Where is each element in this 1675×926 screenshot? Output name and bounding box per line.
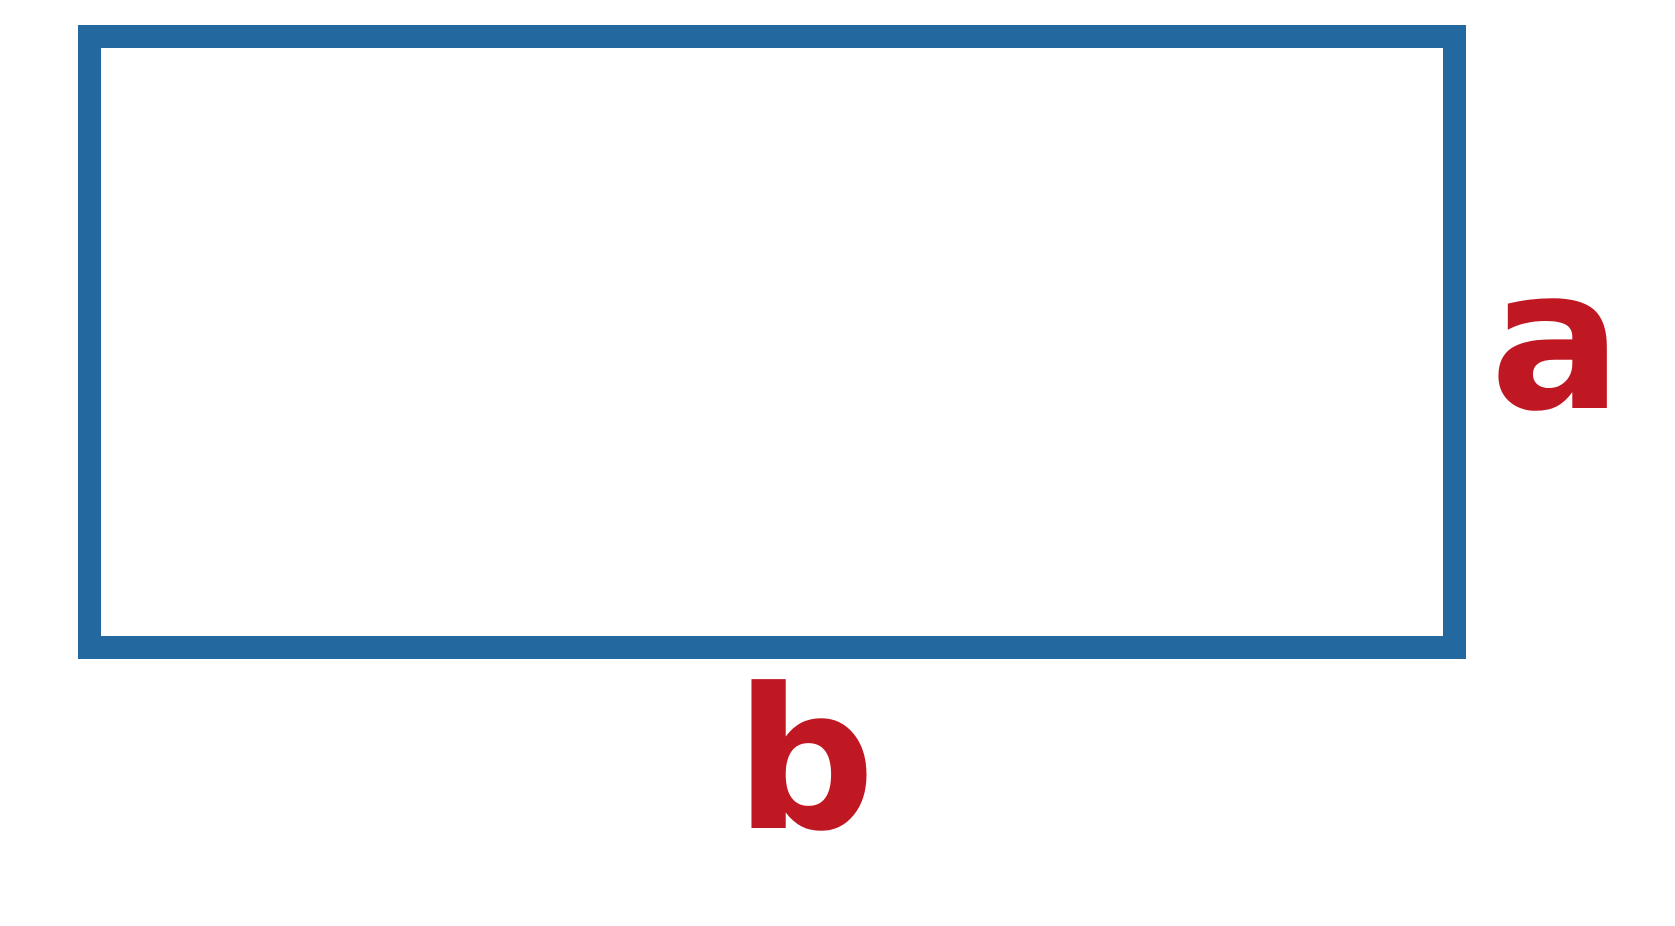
side-label-b: b bbox=[735, 647, 876, 875]
side-label-a: a bbox=[1490, 227, 1623, 455]
rectangle-outline bbox=[78, 25, 1466, 659]
